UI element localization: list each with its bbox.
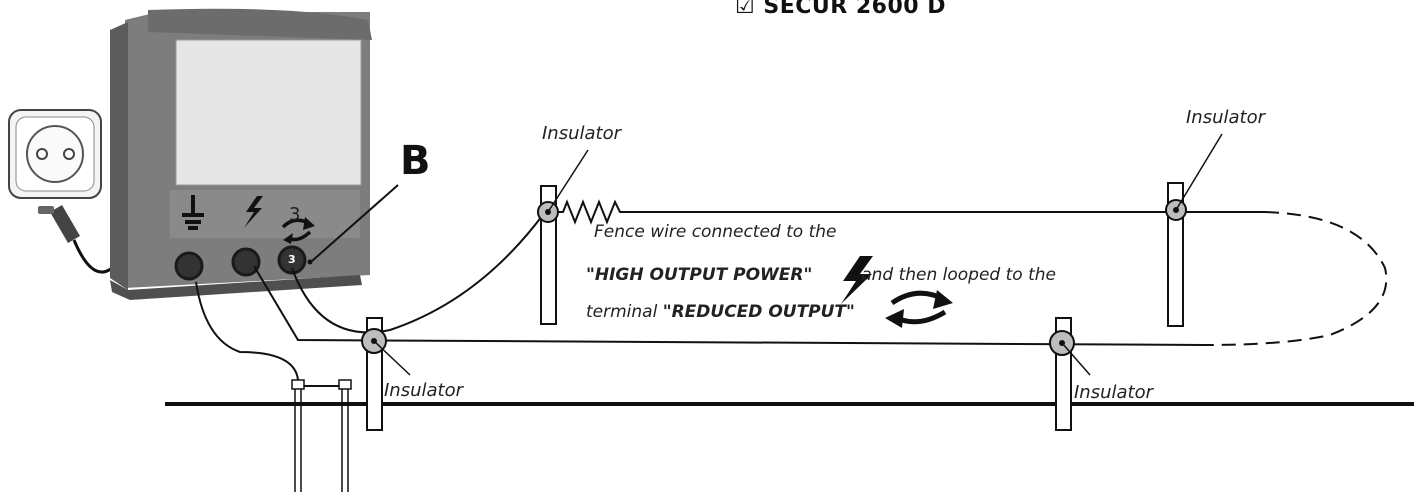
rotate-arrows-icon [281,217,315,244]
reduced-output-label: "REDUCED OUTPUT" [662,302,855,322]
terminal-number: 3 [288,253,296,266]
lightning-icon [841,256,873,304]
insulator-label: Insulator [542,123,622,144]
insulator-leader [1061,342,1091,376]
insulator-label: Insulator [1074,382,1154,403]
fence-wire-top-spring [548,199,1265,225]
insulator-label: Insulator [1186,107,1266,128]
energizer-device [110,8,372,300]
description-line-1: Fence wire connected to the [594,222,837,242]
description-line-3: terminal "REDUCED OUTPUT" [586,302,855,322]
wire-reduced-output [291,211,546,334]
description-line-3-start: terminal [586,302,658,322]
earth-rods [291,379,352,492]
product-title: ☑ SECUR 2600 D [735,0,947,19]
high-output-terminal [231,247,261,277]
high-output-label: "HIGH OUTPUT POWER" [586,265,813,285]
lightning-icon [244,196,263,228]
ground-icon [182,195,204,230]
reduced-output-terminal [277,245,307,275]
power-plug-icon [38,205,120,274]
wire-ground [195,281,299,381]
description-line-2: "HIGH OUTPUT POWER" and then looped to t… [586,265,1056,285]
insulator-leader [547,149,589,213]
insulator-leader [1175,133,1223,211]
rotate-arrows-icon [885,290,953,328]
wire-high-output [253,265,1206,346]
callout-letter: B [400,138,431,184]
insulator-label: Insulator [384,380,464,401]
ground-terminal [174,251,204,281]
fence-wire-loop-dashed [1204,211,1388,346]
description-line-2-rest: and then looped to the [861,265,1056,285]
panel-number: 3 [289,204,301,225]
power-socket-icon [8,109,102,199]
insulator-leader [373,340,411,376]
callout-b-pointer [311,184,399,262]
